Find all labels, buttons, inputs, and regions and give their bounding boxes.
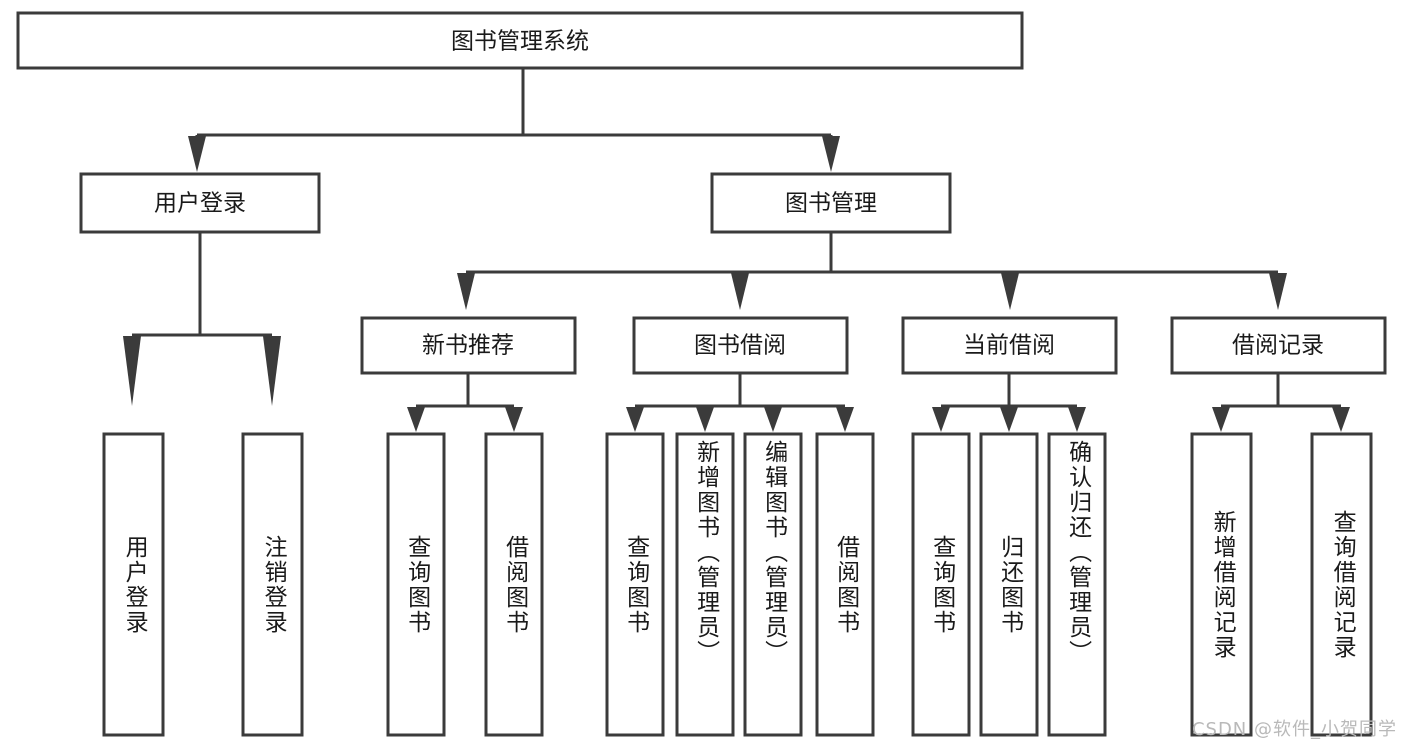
arrow-to-book-manage (822, 136, 840, 172)
leaf-query-book-2-box[interactable] (605, 432, 665, 737)
node-root[interactable]: 图书管理系统 (16, 11, 1024, 70)
arrow-to-leaf-query-book-2 (626, 407, 644, 432)
node-user-login[interactable]: 用户登录 (79, 172, 321, 234)
leaf-query-book-1-box[interactable] (386, 432, 446, 737)
leaf-query-book-3-box[interactable] (911, 432, 971, 737)
node-book-manage[interactable]: 图书管理 (710, 172, 952, 234)
node-current-borrow[interactable]: 当前借阅 (901, 316, 1118, 375)
arrow-to-new-book-rec (457, 273, 475, 310)
node-book-manage-box[interactable] (710, 172, 952, 234)
leaf-user-login-box[interactable] (102, 432, 165, 737)
node-borrow-record-label: 借阅记录 (1232, 333, 1324, 359)
arrow-to-leaf-user-logout (263, 336, 281, 406)
arrow-to-leaf-add-book (696, 407, 714, 432)
watermark: CSDN @软件_小贺同学 (1191, 719, 1397, 740)
node-book-borrow[interactable]: 图书借阅 (632, 316, 849, 375)
node-new-book-rec-box[interactable] (360, 316, 577, 375)
arrow-to-leaf-return-book (1000, 407, 1018, 432)
arrow-to-leaf-edit-book (764, 407, 782, 432)
leaf-edit-book-box[interactable] (743, 432, 803, 737)
leaf-return-book-box[interactable] (979, 432, 1039, 737)
node-current-borrow-box[interactable] (901, 316, 1118, 375)
leaf-add-book-box[interactable] (675, 432, 735, 737)
arrow-to-leaf-confirm-return (1068, 407, 1086, 432)
arrow-to-leaf-query-record (1332, 407, 1350, 432)
leaf-add-record-box[interactable] (1190, 432, 1253, 737)
arrow-to-leaf-borrow-book-1 (505, 407, 523, 432)
leaf-user-logout-box[interactable] (241, 432, 304, 737)
arrow-to-leaf-query-book-1 (407, 407, 425, 432)
node-root-label: 图书管理系统 (451, 29, 589, 55)
arrow-to-current-borrow (1001, 273, 1019, 310)
arrow-to-leaf-add-record (1212, 407, 1230, 432)
arrow-to-user-login (188, 136, 206, 172)
arrow-to-leaf-user-login (123, 336, 141, 406)
arrow-to-book-borrow (731, 273, 749, 310)
node-new-book-rec[interactable]: 新书推荐 (360, 316, 577, 375)
node-current-borrow-label: 当前借阅 (963, 333, 1055, 359)
node-book-borrow-label: 图书借阅 (694, 333, 786, 359)
arrow-to-leaf-borrow-book-2 (836, 407, 854, 432)
leaf-borrow-book-1-box[interactable] (484, 432, 544, 737)
leaf-query-record-box[interactable] (1310, 432, 1373, 737)
node-borrow-record[interactable]: 借阅记录 (1170, 316, 1387, 375)
node-user-login-label: 用户登录 (154, 191, 246, 217)
node-book-manage-label: 图书管理 (785, 191, 877, 217)
leaf-confirm-return-box[interactable] (1047, 432, 1107, 737)
arrow-to-borrow-record (1269, 273, 1287, 310)
node-borrow-record-box[interactable] (1170, 316, 1387, 375)
arrow-to-leaf-query-book-3 (932, 407, 950, 432)
node-root-box[interactable] (16, 11, 1024, 70)
leaf-borrow-book-2-box[interactable] (815, 432, 875, 737)
node-new-book-rec-label: 新书推荐 (422, 333, 514, 359)
